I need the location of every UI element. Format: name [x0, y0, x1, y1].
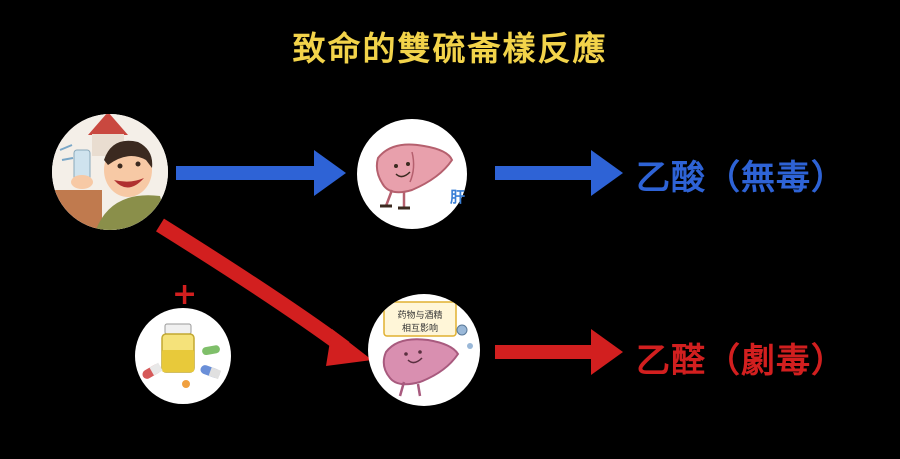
liver-caption: 肝 — [450, 188, 465, 206]
outcome-acetic-acid: 乙酸（無毒） — [636, 158, 846, 198]
arrow-liver-to-acetaldehyde — [495, 329, 623, 375]
arrow-man-to-damaged-liver — [156, 218, 372, 366]
medicine-bottle-pills-icon — [135, 308, 231, 404]
damaged-liver-icon: 药物与酒精 相互影响 — [368, 294, 480, 406]
drinking-man-icon — [52, 114, 168, 230]
healthy-liver-icon — [357, 119, 467, 229]
page-title: 致命的雙硫崙樣反應 — [292, 29, 608, 68]
plus-sign: + — [172, 277, 197, 312]
arrow-liver-to-acetic-acid — [495, 150, 623, 196]
arrow-man-to-liver — [176, 150, 346, 196]
sign-line-1: 药物与酒精 — [397, 309, 442, 321]
sign-line-2: 相互影响 — [402, 322, 438, 334]
outcome-acetaldehyde: 乙醛（劇毒） — [636, 341, 846, 381]
